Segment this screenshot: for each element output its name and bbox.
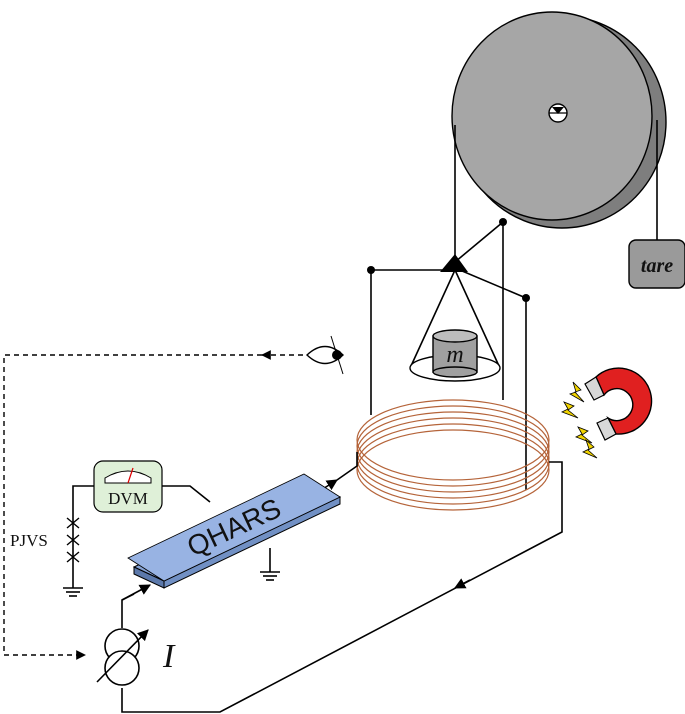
- dvm-meter: DVM: [93, 460, 163, 513]
- ground-icon: [260, 548, 280, 581]
- pjvs-label: PJVS: [10, 531, 48, 550]
- coil: [356, 399, 550, 511]
- suspension-frame: [367, 222, 530, 490]
- current-label: I: [162, 638, 176, 675]
- mass-pan: m: [409, 269, 501, 382]
- pulley-wheel-icon: [451, 11, 667, 229]
- tare-weight: tare: [628, 239, 685, 289]
- tare-label: tare: [641, 255, 673, 277]
- mass-label: m: [446, 342, 463, 368]
- dvm-label: DVM: [108, 489, 148, 508]
- magnet-icon: [561, 367, 653, 459]
- feedback-path: [3, 354, 262, 660]
- current-source-icon: I: [96, 628, 176, 686]
- qhars-resistor: QHARS: [127, 473, 342, 589]
- eye-icon: [305, 335, 345, 375]
- josephson-junction-icon: [63, 512, 83, 597]
- suspension-arm: [454, 221, 504, 263]
